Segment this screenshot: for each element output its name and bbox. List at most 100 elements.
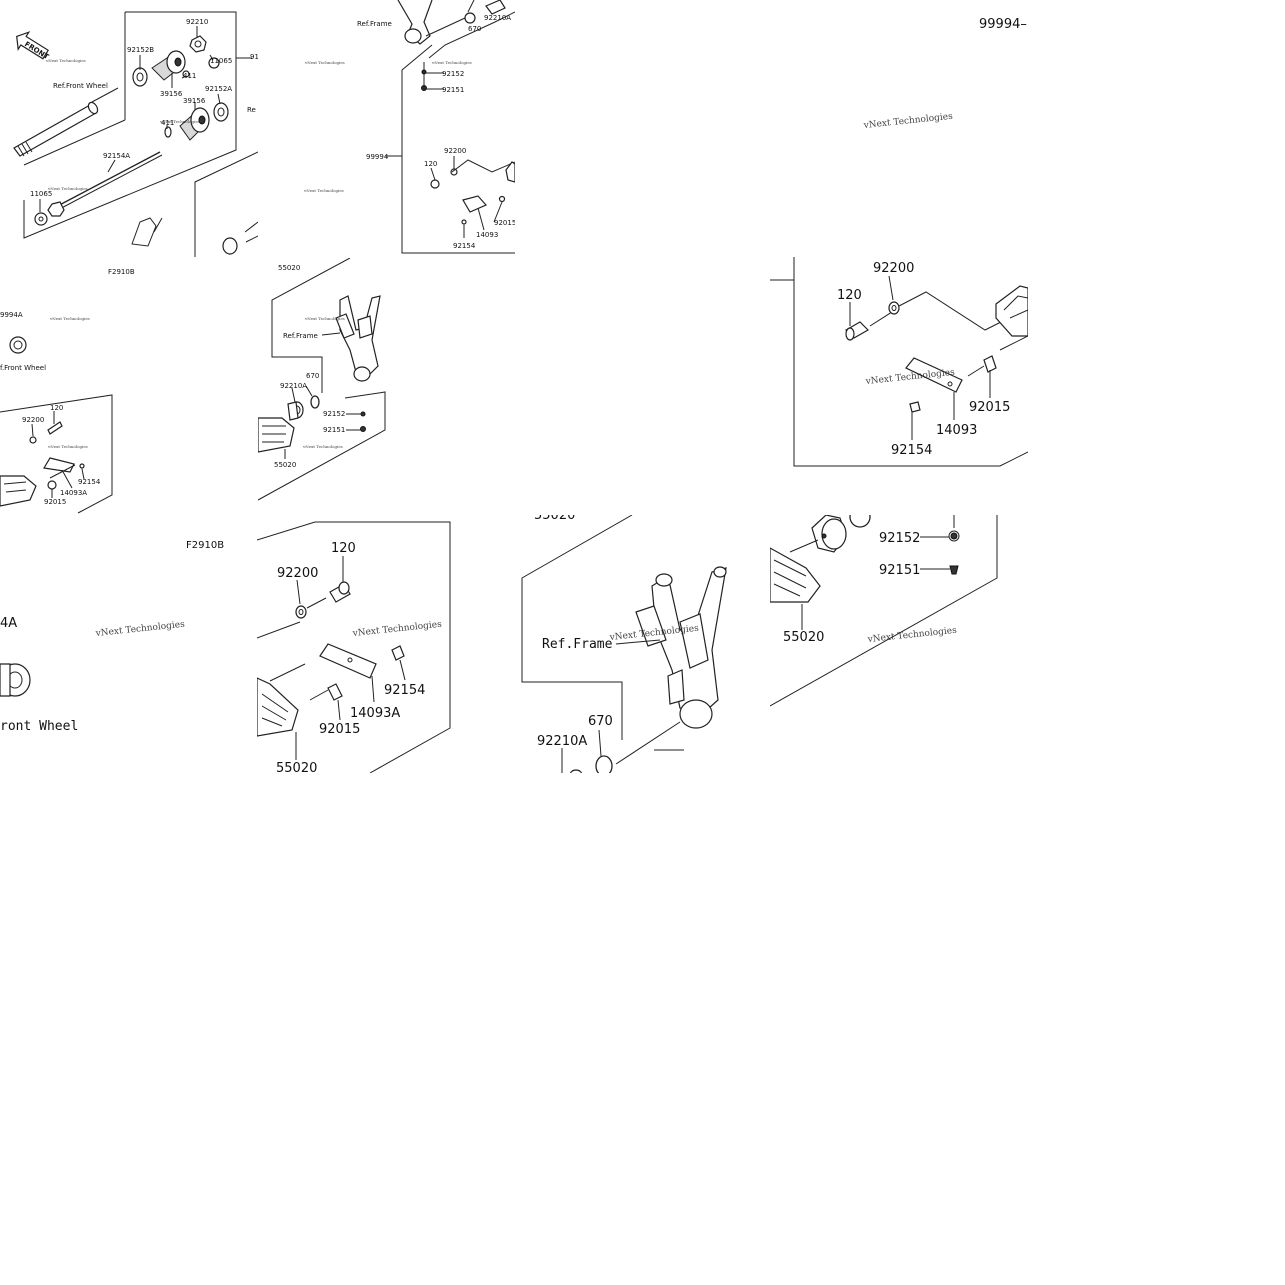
watermark: vNext Technologies	[47, 186, 88, 191]
label-92151: 92151	[442, 86, 464, 94]
diagram-code: F2910B	[186, 540, 224, 551]
label-120: 120	[424, 160, 437, 168]
watermark: vNext Technologies	[431, 60, 472, 65]
label-55020-t2: 55020	[278, 264, 300, 272]
label-92015: 92015	[319, 722, 360, 737]
bolt-head-92154a	[47, 201, 65, 217]
bearing-39156-b	[179, 107, 210, 141]
label-14093a: 14093A	[350, 706, 400, 721]
tile-front-axle-overview: FRONT	[13, 11, 259, 257]
tile-left-mid: 9994A f.Front Wheel 120 92200 92154 1409…	[0, 311, 113, 514]
label-92152: 92152	[323, 410, 345, 418]
watermark: vNext Technologies	[304, 60, 345, 65]
washer-92200	[888, 301, 900, 315]
watermark: vNext Technologies	[866, 626, 957, 645]
label-92154: 92154	[891, 443, 932, 458]
tile-slider-bracket-a-zoom: 120 92200 92154 14093A 92015 55020 vNext…	[257, 521, 451, 776]
nut-92210	[189, 35, 207, 53]
label-55020-cut: 55020	[534, 508, 575, 523]
watermark: vNext Technologies	[303, 188, 344, 193]
label-120: 120	[331, 541, 356, 556]
label-92152: 92152	[442, 70, 464, 78]
tile-frame-mid: Ref.Frame 92210A 670 92152 92151 55020 v…	[258, 258, 386, 501]
label-14093a: 14093A	[60, 489, 87, 497]
label-92210a: 92210A	[484, 14, 511, 22]
label-11065-a: 11065	[210, 57, 232, 65]
watermark: vNext Technologies	[302, 444, 343, 449]
label-ref-cut: Re	[247, 106, 256, 114]
collar-92152a	[213, 102, 229, 122]
label-4a: 4A	[0, 616, 17, 631]
label-11065-b: 11065	[30, 190, 52, 198]
label-120: 120	[837, 288, 862, 303]
label-39156-a: 39156	[160, 90, 183, 98]
cap-11065-a	[208, 57, 220, 69]
label-92015: 92015	[44, 498, 66, 506]
watermark: vNext Technologies	[49, 316, 90, 321]
label-411-b: 411	[161, 119, 174, 127]
label-670: 670	[588, 714, 613, 729]
label-92200: 92200	[22, 416, 44, 424]
tile-left-bottom: F2910B 4A ront Wheel vNext Technologies	[0, 540, 224, 734]
bolt-120	[845, 321, 869, 341]
label-14093: 14093	[936, 423, 977, 438]
bracket-14093	[905, 357, 963, 393]
label-55020: 55020	[274, 461, 296, 469]
watermark: vNext Technologies	[304, 316, 345, 321]
washer-92200	[295, 605, 307, 619]
label-39156-b: 39156	[183, 97, 206, 105]
watermark: vNext Technologies	[159, 119, 200, 124]
label-ref-frame: Ref.Frame	[542, 637, 613, 652]
bolt-120	[329, 581, 351, 603]
label-92200: 92200	[277, 566, 318, 581]
label-92152: 92152	[879, 531, 920, 546]
collar-ring	[0, 663, 31, 697]
label-411-a: 411	[183, 72, 196, 80]
label-92015: 92015	[494, 219, 516, 227]
tile-top-right: 99994– vNext Technologies	[862, 17, 1027, 131]
label-92152a: 92152A	[205, 85, 232, 93]
label-92154a: 92154A	[103, 152, 130, 160]
watermark: vNext Technologies	[45, 58, 86, 63]
watermark: vNext Technologies	[351, 620, 442, 639]
cap-11065-b	[34, 212, 48, 226]
watermark: vNext Technologies	[47, 444, 88, 449]
label-92152b: 92152B	[127, 46, 154, 54]
label-92200: 92200	[444, 147, 466, 155]
label-92015: 92015	[969, 400, 1010, 415]
tile-frame-zoom: 55020 Ref.Frame 670 92210A vNext Technol…	[521, 508, 727, 773]
label-120: 120	[50, 404, 63, 412]
label-91: 91	[250, 53, 259, 61]
label-92151: 92151	[879, 563, 920, 578]
label-92210: 92210	[186, 18, 208, 26]
label-ref-frame: Ref.Frame	[357, 20, 392, 28]
tile-frame-slider-overview: Ref.Frame 92210A 670 92152 92151 99994 1…	[303, 0, 516, 254]
watermark: vNext Technologies	[94, 620, 185, 639]
tile-fastener-zoom: 92152 92151 55020 vNext Technologies	[770, 515, 998, 707]
bearing-39156-a	[151, 50, 186, 81]
label-92151: 92151	[323, 426, 345, 434]
label-55020: 55020	[276, 761, 317, 776]
label-ref-front-wheel: ront Wheel	[0, 719, 78, 734]
label-99994-cut: 99994–	[979, 17, 1027, 32]
collar-92152b	[132, 67, 148, 87]
label-670: 670	[306, 372, 319, 380]
label-92154: 92154	[78, 478, 101, 486]
label-92210a: 92210A	[280, 382, 307, 390]
label-92210a: 92210A	[537, 734, 587, 749]
label-9994a: 9994A	[0, 311, 23, 319]
label-92200: 92200	[873, 261, 914, 276]
front-axle	[13, 101, 99, 157]
label-14093: 14093	[476, 231, 498, 239]
label-99994: 99994	[366, 153, 389, 161]
label-92154: 92154	[384, 683, 425, 698]
label-ref-front-wheel: f.Front Wheel	[0, 364, 46, 372]
label-55020: 55020	[783, 630, 824, 645]
collar-92210a	[811, 515, 847, 553]
label-ref-frame: Ref.Frame	[283, 332, 318, 340]
label-ref-front-wheel: Ref.Front Wheel	[53, 82, 108, 90]
diagram-code-t1: F2910B	[108, 268, 135, 276]
label-670: 670	[468, 25, 481, 33]
label-92154: 92154	[453, 242, 476, 250]
